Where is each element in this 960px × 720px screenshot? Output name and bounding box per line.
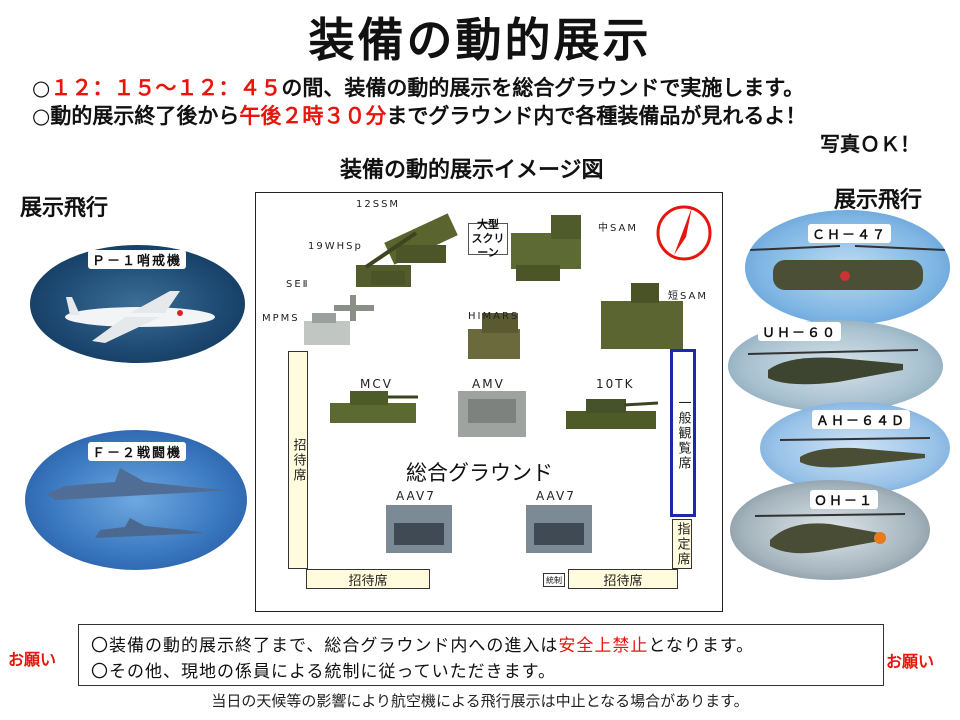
notice-photo-ok: 写真ＯＫ！ xyxy=(820,132,920,156)
ah64d-helicopter-icon xyxy=(779,437,931,468)
notice-line-1-prefix: ○ xyxy=(32,76,51,100)
reserved-seat: 指定席 xyxy=(672,519,692,569)
right-flight-heading: 展示飛行 xyxy=(834,188,923,213)
mcv-vehicle-icon xyxy=(330,391,418,423)
notice-line-2-suffix: までグラウンド内で各種装備品が見れるよ！ xyxy=(386,104,807,128)
mcv-label: MCV xyxy=(360,377,393,391)
ch47-aircraft-photo xyxy=(745,210,950,325)
general-viewing-seat-text: 一般観覧席 xyxy=(675,395,691,471)
general-viewing-seat: 一般観覧席 xyxy=(670,349,696,517)
f2-fighter-icon xyxy=(47,468,230,538)
p1-aircraft-icon xyxy=(65,291,215,343)
himars-label: HIMARS xyxy=(468,311,520,322)
drone-icon xyxy=(334,295,374,321)
p1-label: Ｐ－１哨戒機 xyxy=(88,250,187,269)
vehicle-icons xyxy=(304,205,712,553)
notice-line-2: ○動的展示終了後から午後２時３０分までグラウンド内で各種装備品が見れるよ！ xyxy=(32,100,806,130)
aav7-right-label: AAV7 xyxy=(536,489,576,503)
tk10-tank-icon xyxy=(566,399,659,429)
request-line-1-prefix: 〇装備の動的展示終了まで、総合グラウンド内への進入は xyxy=(91,636,559,656)
tk10-label: 10TK xyxy=(596,377,635,391)
mpms-label: MPMS xyxy=(262,313,300,324)
ch47-label: ＣＨ－４７ xyxy=(808,224,892,243)
invited-seat-bottom-left: 招待席 xyxy=(306,569,430,589)
f2-aircraft-photo xyxy=(25,430,247,570)
map-caption: 装備の動的展示イメージ図 xyxy=(340,158,604,183)
ch47-helicopter-icon xyxy=(749,245,946,290)
notice-line-1-suffix: の間、装備の動的展示を総合グラウンドで実施します。 xyxy=(281,76,805,100)
ssm12-label: 12SSM xyxy=(356,199,401,210)
uh60-helicopter-icon xyxy=(747,349,919,385)
mid-sam-label: 中SAM xyxy=(598,223,639,234)
request-line-1-suffix: となります。 xyxy=(648,636,755,656)
request-box: 〇装備の動的展示終了まで、総合グラウンド内への進入は安全上禁止となります。 〇そ… xyxy=(78,624,884,686)
page-title: 装備の動的展示 xyxy=(308,13,652,67)
aav7-left-photo xyxy=(386,505,452,553)
se2-vehicle-icon xyxy=(371,271,405,285)
oh1-label: ＯＨ－１ xyxy=(810,490,879,509)
whsp19-label: 19WHSp xyxy=(308,241,363,252)
north-compass-icon xyxy=(656,205,712,261)
big-screen-label: 大型 スクリーン xyxy=(468,218,508,259)
invited-seat-left: 招待席 xyxy=(288,351,308,569)
himars-launcher-icon xyxy=(468,313,520,359)
notice-time-range: １２：１５～１２：４５ xyxy=(50,76,282,100)
amv-vehicle-icon xyxy=(458,391,526,437)
request-label-left: お願い xyxy=(8,650,57,669)
uh60-label: ＵＨ－６０ xyxy=(758,322,842,341)
oh1-helicopter-icon xyxy=(754,513,906,554)
short-sam-label: 短SAM xyxy=(668,291,709,302)
request-line-1: 〇装備の動的展示終了まで、総合グラウンド内への進入は安全上禁止となります。 xyxy=(91,631,754,656)
invited-seat-bottom-right: 招待席 xyxy=(568,569,678,589)
ground-map: 12SSM 19WHSp SEⅡ MPMS HIMARS 中SAM 短SAM 大… xyxy=(255,192,723,612)
request-prohibited: 安全上禁止 xyxy=(558,636,649,656)
left-flight-heading: 展示飛行 xyxy=(20,196,109,221)
footer-note: 当日の天候等の影響により航空機による飛行展示は中止となる場合があります。 xyxy=(211,692,749,710)
aav7-right-photo xyxy=(526,505,592,553)
notice-time: 午後２時３０分 xyxy=(239,104,387,128)
f2-label: Ｆ－２戦闘機 xyxy=(88,442,187,461)
invited-seat-left-text: 招待席 xyxy=(290,437,306,483)
ah64d-label: ＡＨ－６４Ｄ xyxy=(812,410,911,429)
amv-label: AMV xyxy=(472,377,505,391)
ssm12-launcher-icon xyxy=(384,213,458,265)
notice-line-1: ○１２：１５～１２：４５の間、装備の動的展示を総合グラウンドで実施します。 xyxy=(32,72,804,102)
se2-label: SEⅡ xyxy=(286,279,310,290)
control-seat: 統制 xyxy=(543,573,565,587)
request-label-right: お願い xyxy=(886,652,935,671)
ground-name: 総合グラウンド xyxy=(406,461,553,485)
request-line-2: 〇その他、現地の係員による統制に従っていただきます。 xyxy=(91,662,556,682)
reserved-seat-text: 指定席 xyxy=(674,521,690,567)
short-sam-launcher-icon xyxy=(601,283,683,349)
mpms-vehicle-icon xyxy=(304,313,350,345)
mid-sam-launcher-icon xyxy=(511,215,581,281)
notice-line-2-prefix: ○動的展示終了後から xyxy=(32,104,240,128)
aav7-left-label: AAV7 xyxy=(396,489,436,503)
